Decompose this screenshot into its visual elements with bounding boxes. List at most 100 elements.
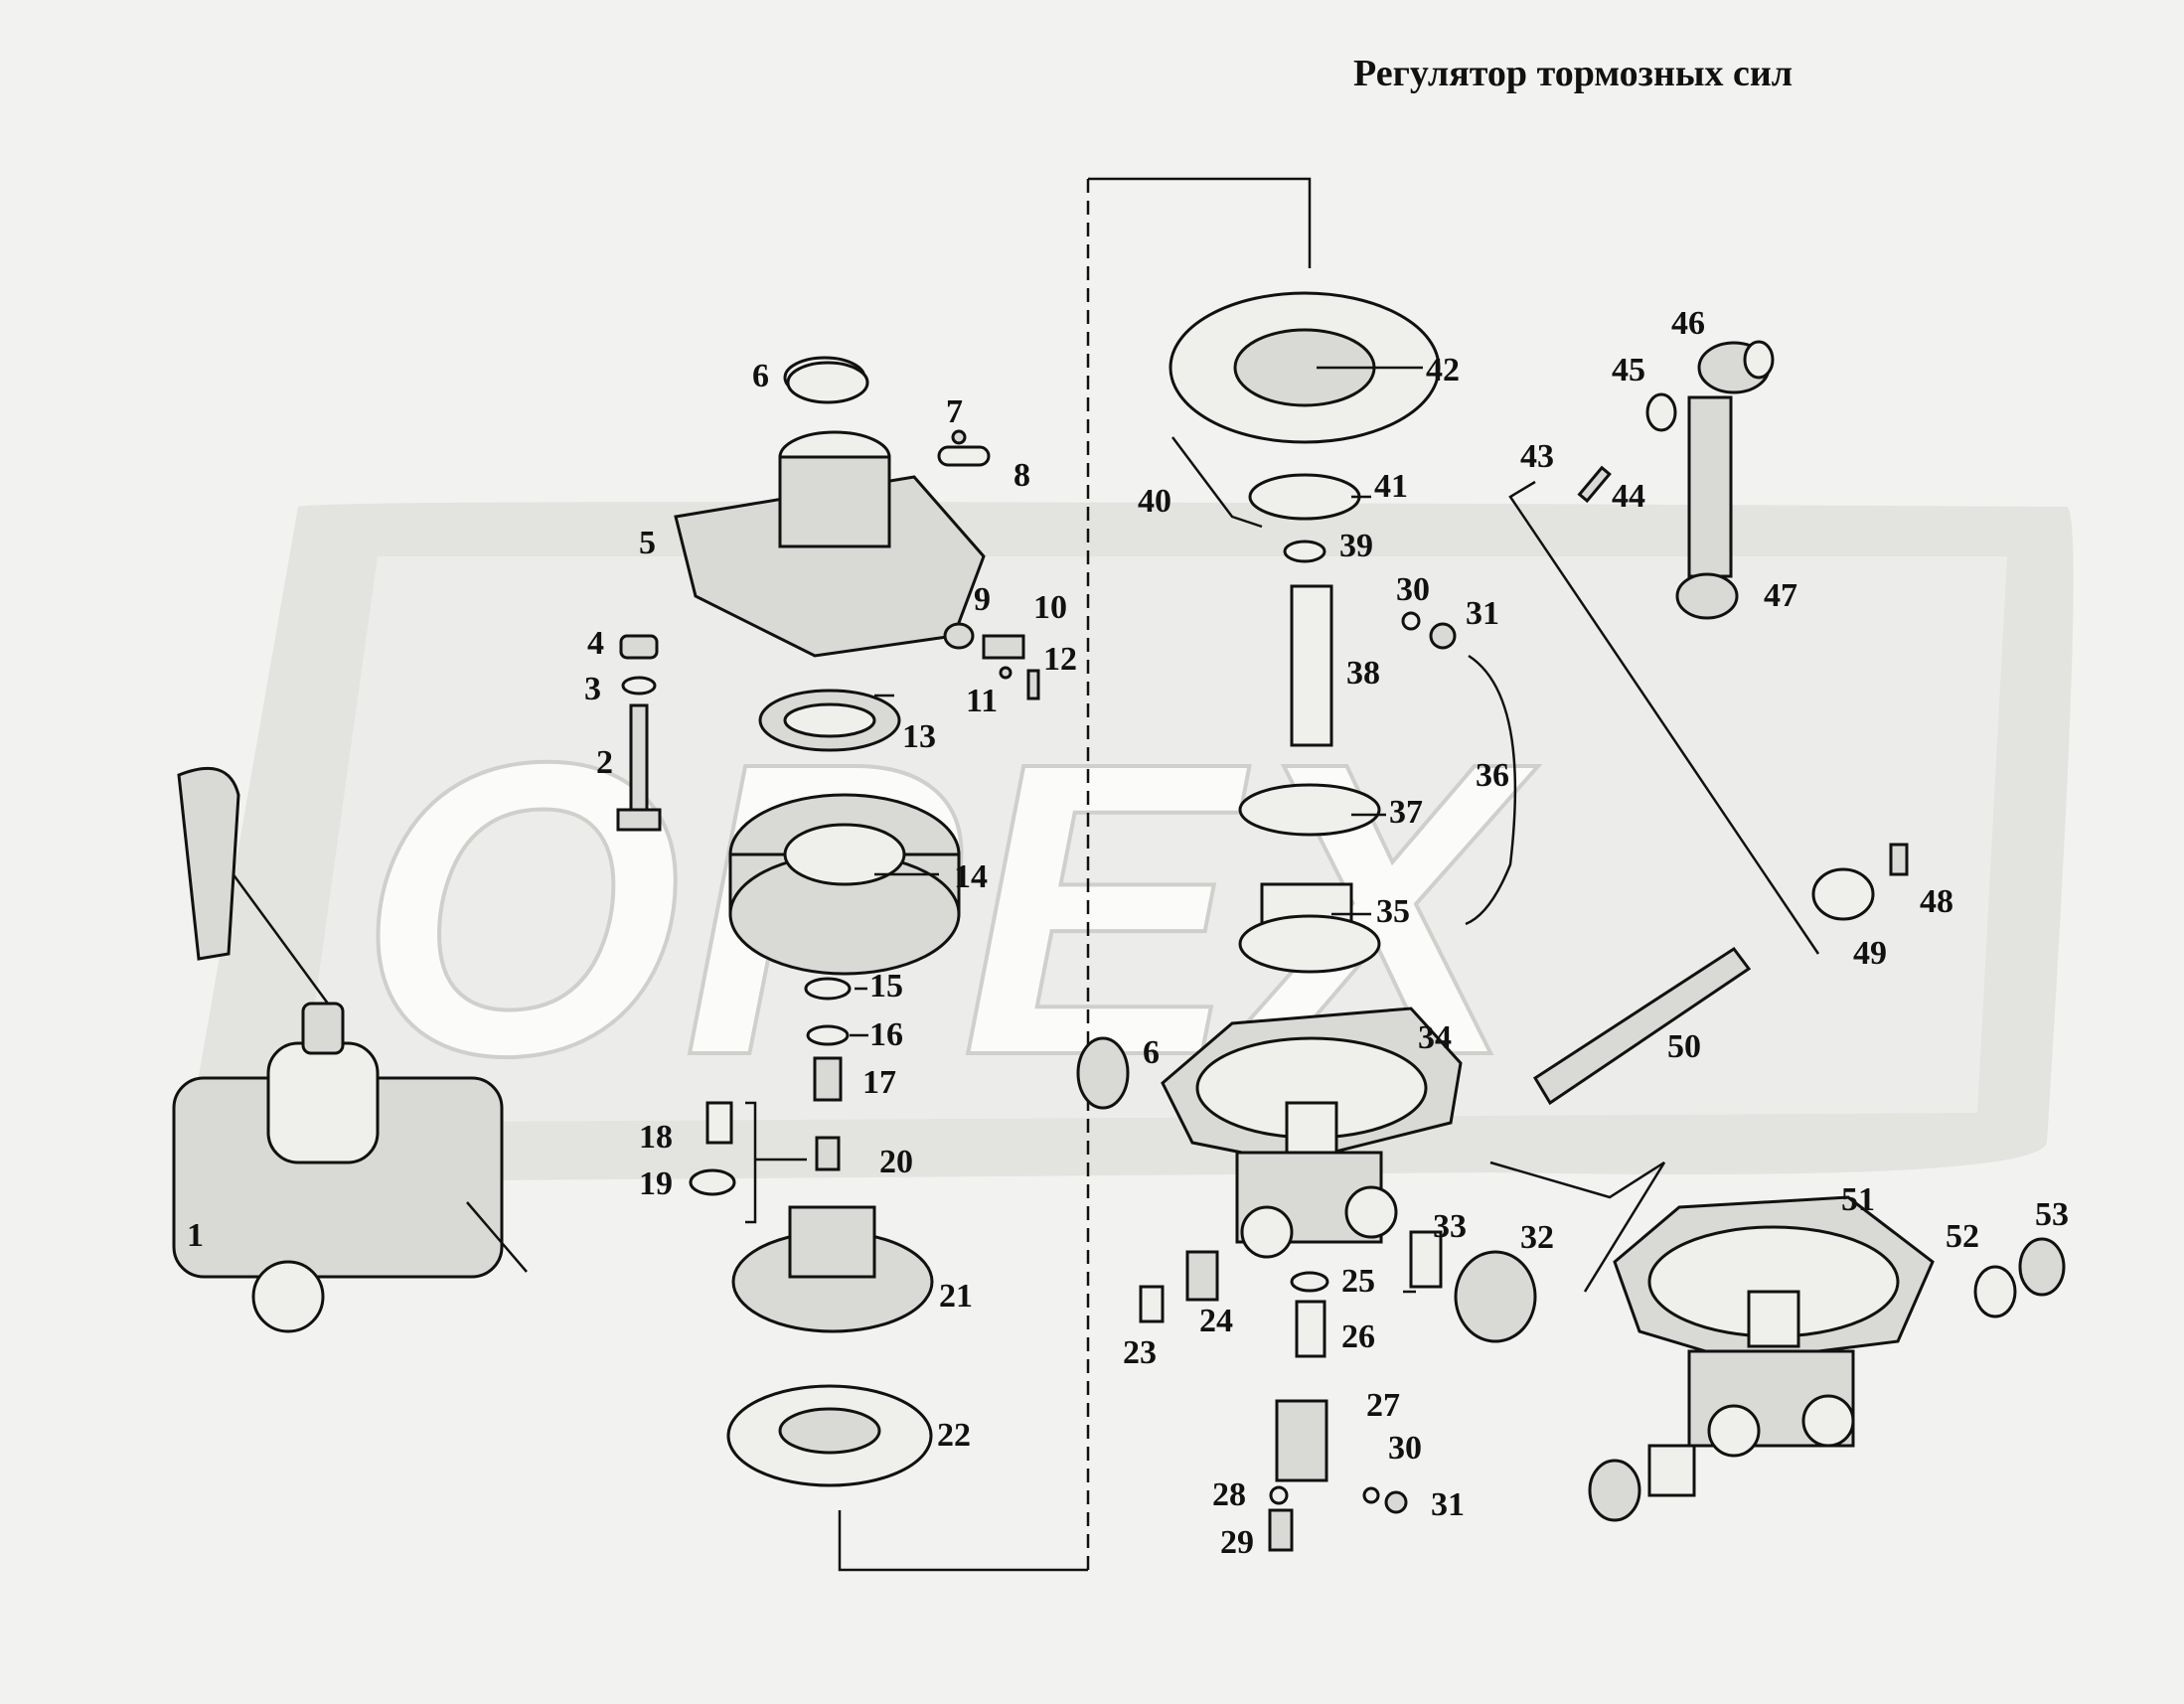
clamp-47 xyxy=(1675,572,1739,620)
washer-16 xyxy=(806,1024,850,1046)
callout-35: 35 xyxy=(1376,893,1410,930)
screw-7 xyxy=(951,429,967,445)
callout-3: 3 xyxy=(584,671,601,707)
housing-51 xyxy=(1613,1195,1935,1458)
cap-6 xyxy=(786,361,869,404)
washer-45 xyxy=(1645,392,1677,432)
bush-51a xyxy=(1647,1444,1696,1497)
callout-19: 19 xyxy=(639,1165,673,1202)
ring-30b xyxy=(1362,1486,1380,1504)
callout-39: 39 xyxy=(1339,528,1373,564)
callout-22: 22 xyxy=(937,1417,971,1454)
callout-30b: 30 xyxy=(1388,1430,1422,1467)
ring-37 xyxy=(1238,783,1381,837)
callout-41: 41 xyxy=(1374,468,1408,505)
callout-7: 7 xyxy=(946,393,963,430)
callout-12: 12 xyxy=(1043,641,1077,678)
callout-38: 38 xyxy=(1346,655,1380,692)
callout-33: 33 xyxy=(1433,1208,1467,1245)
assembled-regulator xyxy=(172,766,528,1333)
pin-23 xyxy=(1139,1285,1165,1323)
piston-38 xyxy=(1290,584,1333,747)
plate-8 xyxy=(937,445,991,467)
seal-51b xyxy=(1588,1459,1641,1522)
diagram-title: Регулятор тормозных сил xyxy=(1353,53,1794,94)
callout-4: 4 xyxy=(587,625,604,662)
bush-49 xyxy=(1811,867,1875,921)
valve-26 xyxy=(1295,1300,1326,1358)
callout-30: 30 xyxy=(1396,571,1430,608)
callout-31: 31 xyxy=(1466,595,1499,632)
callout-5: 5 xyxy=(639,525,656,561)
callout-16: 16 xyxy=(869,1016,903,1053)
callout-45: 45 xyxy=(1612,352,1645,388)
callout-27: 27 xyxy=(1366,1387,1400,1424)
callout-13: 13 xyxy=(902,718,936,755)
callout-17: 17 xyxy=(862,1064,896,1101)
callout-2: 2 xyxy=(596,744,613,781)
callout-6b: 6 xyxy=(1143,1034,1160,1071)
washer-19 xyxy=(689,1168,736,1196)
cap-32 xyxy=(1454,1250,1537,1343)
bush-52 xyxy=(1973,1265,2017,1318)
diaphragm-21 xyxy=(731,1205,934,1333)
callout-44: 44 xyxy=(1612,478,1645,515)
group-bracket-top xyxy=(1088,177,1312,268)
callout-31b: 31 xyxy=(1431,1486,1465,1523)
callout-20: 20 xyxy=(879,1144,913,1180)
ring-14 xyxy=(728,793,961,976)
callout-51: 51 xyxy=(1841,1181,1875,1218)
callout-25: 25 xyxy=(1341,1263,1375,1300)
callout-1: 1 xyxy=(187,1217,204,1254)
callout-34: 34 xyxy=(1418,1019,1452,1056)
valve-20 xyxy=(815,1136,841,1171)
callout-37: 37 xyxy=(1389,794,1423,831)
washer-28 xyxy=(1269,1485,1289,1505)
screw-12 xyxy=(1026,669,1040,700)
screw-48 xyxy=(1889,843,1909,876)
nut-31 xyxy=(1429,622,1457,650)
callout-32: 32 xyxy=(1520,1219,1554,1256)
bracket-40 xyxy=(1171,436,1263,529)
ring-25 xyxy=(1290,1271,1329,1293)
callout-47: 47 xyxy=(1764,577,1797,614)
callout-18: 18 xyxy=(639,1119,673,1156)
callout-21: 21 xyxy=(939,1278,973,1315)
bush-9 xyxy=(943,622,975,650)
valve-33 xyxy=(1409,1230,1443,1289)
bracket-10 xyxy=(982,634,1025,660)
callout-53: 53 xyxy=(2035,1196,2069,1233)
callout-29: 29 xyxy=(1220,1524,1254,1561)
spring-17 xyxy=(813,1056,843,1102)
callout-50: 50 xyxy=(1667,1028,1701,1065)
callout-9: 9 xyxy=(974,581,991,618)
callout-15: 15 xyxy=(869,968,903,1005)
callout-labels: 1 2 3 4 5 6 7 8 9 10 11 12 13 14 15 16 1… xyxy=(187,305,2069,1561)
callout-24: 24 xyxy=(1199,1303,1233,1339)
ring-30 xyxy=(1401,611,1421,631)
ring-15 xyxy=(804,977,852,1001)
callout-10: 10 xyxy=(1033,589,1067,626)
rod-43 xyxy=(1508,480,1820,955)
leader-lines xyxy=(850,366,1423,1294)
spring-24 xyxy=(1185,1250,1219,1302)
callout-40: 40 xyxy=(1138,483,1171,520)
callout-52: 52 xyxy=(1946,1218,1979,1255)
seal-53 xyxy=(2018,1237,2066,1297)
group-bracket-18-19 xyxy=(745,1101,807,1224)
housing-34 xyxy=(1161,1007,1463,1259)
group-bracket-bottom xyxy=(838,1510,1088,1572)
ring-39 xyxy=(1283,540,1326,563)
callout-36: 36 xyxy=(1476,757,1509,794)
callout-46: 46 xyxy=(1671,305,1705,342)
fitting-46 xyxy=(1687,341,1771,578)
callout-26: 26 xyxy=(1341,1318,1375,1355)
callout-43: 43 xyxy=(1520,438,1554,475)
callout-11: 11 xyxy=(966,683,998,719)
callout-48: 48 xyxy=(1920,883,1953,920)
callout-28: 28 xyxy=(1212,1476,1246,1513)
callout-23: 23 xyxy=(1123,1334,1157,1371)
tube-36 xyxy=(1465,654,1517,926)
